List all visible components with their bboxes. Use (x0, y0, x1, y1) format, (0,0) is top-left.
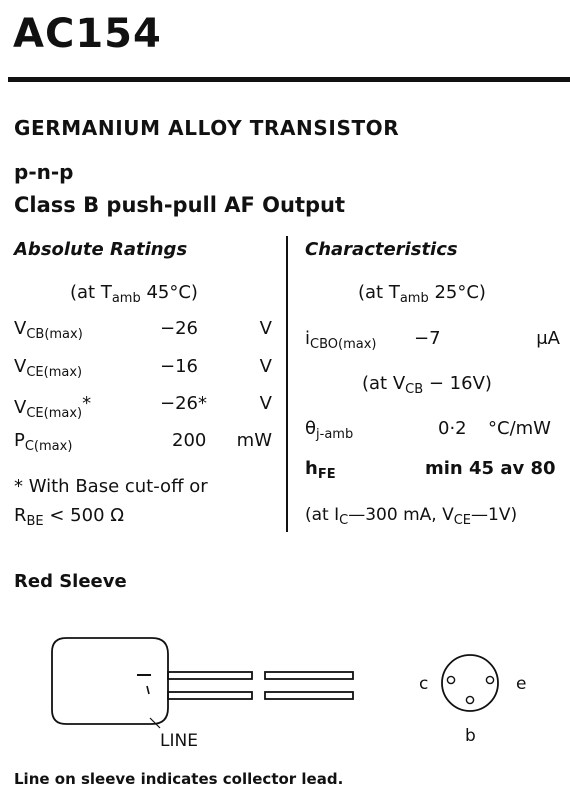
hfe-symbol: hFE (305, 458, 336, 482)
hfe-value: min 45 av 80 (425, 458, 556, 479)
hfe-condition: (at IC—300 mA, VCE—1V) (305, 505, 518, 528)
application: Class B push-pull AF Output (14, 193, 346, 217)
line-label-leader (149, 717, 161, 729)
lead (167, 671, 253, 680)
rating-symbol: VCE(max)* (14, 393, 92, 421)
absolute-ratings-heading: Absolute Ratings (14, 239, 188, 260)
transistor-body (51, 637, 169, 725)
lead (167, 691, 253, 700)
lead (264, 671, 354, 680)
header-rule (8, 77, 570, 82)
column-divider (286, 236, 288, 532)
rating-unit: mW (236, 430, 272, 451)
footer-note: Line on sleeve indicates collector lead. (14, 770, 344, 788)
base-view (441, 654, 499, 712)
rating-symbol: VCE(max) (14, 356, 83, 380)
pin-b (465, 695, 475, 705)
ratings-footnote-condition: RBE < 500 Ω (14, 505, 125, 529)
rating-value: −26* (160, 393, 207, 414)
part-number-title: AC154 (13, 11, 162, 57)
icbo-symbol: iCBO(max) (305, 328, 377, 352)
sleeve-title: Red Sleeve (14, 571, 127, 592)
sleeve-line-mark (146, 685, 150, 695)
icbo-unit: μA (536, 328, 560, 349)
rating-value: −16 (160, 356, 198, 377)
pin-c (446, 675, 456, 685)
base-outline (441, 654, 499, 712)
rating-unit: V (259, 318, 272, 339)
transistor-outline-drawing: LINE c e b (51, 637, 526, 751)
abs-condition: (at Tamb 45°C) (70, 282, 198, 306)
theta-symbol: θj-amb (305, 418, 354, 442)
pin-e (485, 675, 495, 685)
rating-value: −26 (160, 318, 198, 339)
characteristics-heading: Characteristics (305, 239, 458, 260)
pin-b-label: b (465, 726, 476, 746)
rating-symbol: PC(max) (14, 430, 73, 454)
lead (264, 691, 354, 700)
rating-value: 200 (172, 430, 207, 451)
transistor-type: GERMANIUM ALLOY TRANSISTOR (14, 116, 400, 140)
icbo-value: −7 (414, 328, 441, 349)
polarity: p-n-p (14, 160, 74, 184)
rating-unit: V (259, 393, 272, 414)
theta-unit: °C/mW (488, 418, 551, 439)
line-label: LINE (160, 731, 198, 751)
theta-value: 0·2 (438, 418, 467, 439)
ratings-footnote: * With Base cut-off or (14, 476, 208, 497)
rating-symbol: VCB(max) (14, 318, 83, 342)
rating-unit: V (259, 356, 272, 377)
icbo-condition: (at VCB − 16V) (362, 373, 492, 397)
pin-e-label: e (516, 674, 526, 694)
side-view (51, 637, 354, 729)
pin-c-label: c (419, 674, 428, 694)
char-condition: (at Tamb 25°C) (358, 282, 486, 306)
